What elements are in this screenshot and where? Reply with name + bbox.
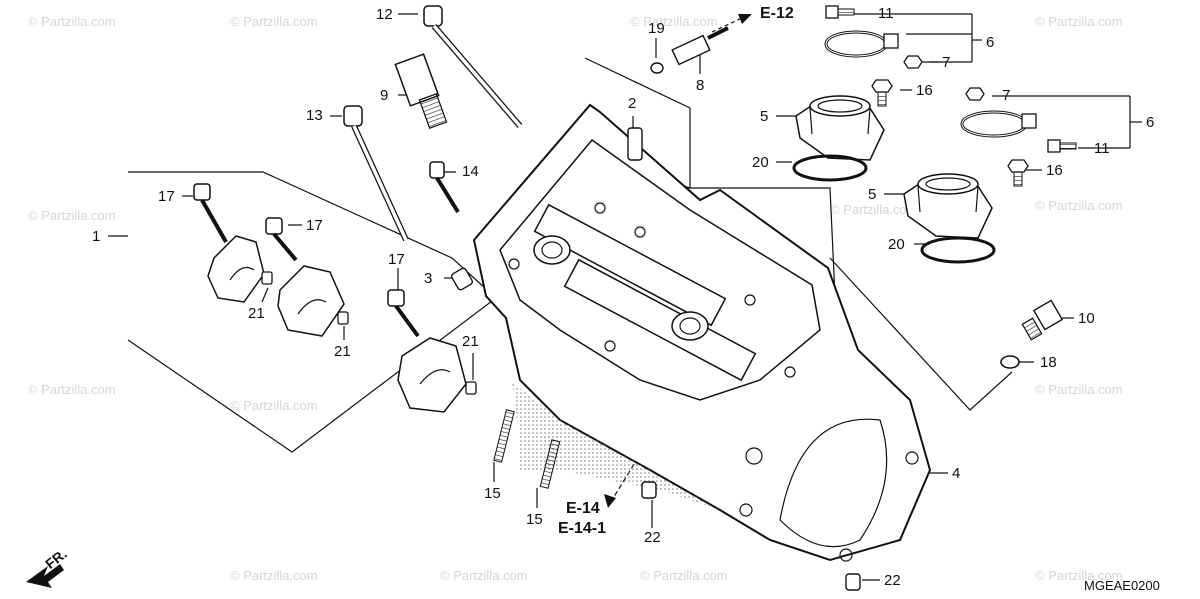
callout-8: 8 [696,77,705,94]
callout-13: 13 [306,107,323,124]
callout-17: 17 [158,188,175,205]
callout-5: 5 [868,186,877,203]
watermark: © Partzilla.com [630,14,718,29]
nut-7b [965,87,985,101]
callout-12: 12 [376,6,393,23]
clamp-6b [960,110,1037,138]
callout-21: 21 [248,305,265,322]
dowel-22b [845,573,861,591]
callout-18: 18 [1040,354,1057,371]
insulator-5b [903,173,993,239]
reference-e14-1: E-14-1 [558,520,607,537]
watermark: © Partzilla.com [230,398,318,413]
callout-11: 11 [878,5,894,22]
watermark: © Partzilla.com [230,14,318,29]
bolt-14 [429,161,460,214]
bolt-17c [387,289,420,338]
callout-21: 21 [334,343,351,360]
cam-cap-2 [277,265,345,337]
sensor-10 [1021,299,1064,341]
watermark: © Partzilla.com [830,202,918,217]
cap-group-outline [127,171,497,453]
dowel-21b [337,311,349,325]
callout-11: 11 [1094,140,1110,157]
reference-e12: E-12 [760,5,794,22]
watermark: © Partzilla.com [640,568,728,583]
e14-arrow [604,494,616,508]
sensor-leader-box [829,257,1013,411]
callout-22: 22 [644,529,661,546]
callout-19: 19 [648,20,665,37]
callout-22: 22 [884,572,901,589]
watermark: © Partzilla.com [1035,568,1123,583]
callout-7: 7 [942,54,951,71]
callout-6: 6 [986,34,995,51]
reference-e14: E-14 [566,500,600,517]
callout-16: 16 [916,82,933,99]
stud-15a [493,409,515,463]
washer-18 [1000,355,1020,369]
watermark: © Partzilla.com [230,568,318,583]
cam-cap-1 [207,235,265,303]
dowel-21c [465,381,477,395]
watermark: © Partzilla.com [440,568,528,583]
fitting-8 [671,26,729,66]
watermark: © Partzilla.com [28,382,116,397]
callout-14: 14 [462,163,479,180]
callout-17: 17 [388,251,405,268]
dowel-21a [261,271,273,285]
insulator-5a [795,95,885,161]
callout-7: 7 [1002,87,1011,104]
bolt-17b [265,217,298,262]
watermark: © Partzilla.com [1035,14,1123,29]
callout-4: 4 [952,465,961,482]
callout-17: 17 [306,217,323,234]
e12-arrow [711,14,752,33]
dowel-3 [450,267,474,291]
callout-21: 21 [462,333,479,350]
bolt-12 [423,5,523,128]
bolt-16a [871,79,893,107]
clamp-6a [824,30,899,58]
o-ring-20b [920,236,996,264]
stud-15b [539,439,561,489]
bolt-13 [343,105,409,242]
callout-5: 5 [760,108,769,125]
callout-10: 10 [1078,310,1095,327]
watermark: © Partzilla.com [28,208,116,223]
nut-7a [903,55,923,69]
cylinder-head [472,103,932,562]
callout-3: 3 [424,270,433,287]
washer-19 [650,62,664,74]
bolt-11b [1047,139,1077,153]
callout-20: 20 [888,236,905,253]
cam-cap-3 [397,337,467,413]
callout-16: 16 [1046,162,1063,179]
bolt-11a [825,5,855,19]
watermark: © Partzilla.com [1035,382,1123,397]
bolt-17a [193,183,228,243]
callout-6: 6 [1146,114,1155,131]
o-ring-20a [792,154,868,182]
watermark: © Partzilla.com [28,14,116,29]
front-arrow-icon [26,564,64,588]
bolt-16b [1007,159,1029,187]
dowel-22a [641,481,657,499]
watermark: © Partzilla.com [1035,198,1123,213]
head-outline-right [655,187,836,297]
callout-20: 20 [752,154,769,171]
callout-15: 15 [484,485,501,502]
dowel-2 [627,127,643,161]
callout-1: 1 [92,228,101,245]
callout-15: 15 [526,511,543,528]
callout-2: 2 [628,95,637,112]
spark-plug-9 [394,53,448,129]
diagram-code: MGEAE0200 [1084,578,1160,593]
callout-9: 9 [380,87,389,104]
